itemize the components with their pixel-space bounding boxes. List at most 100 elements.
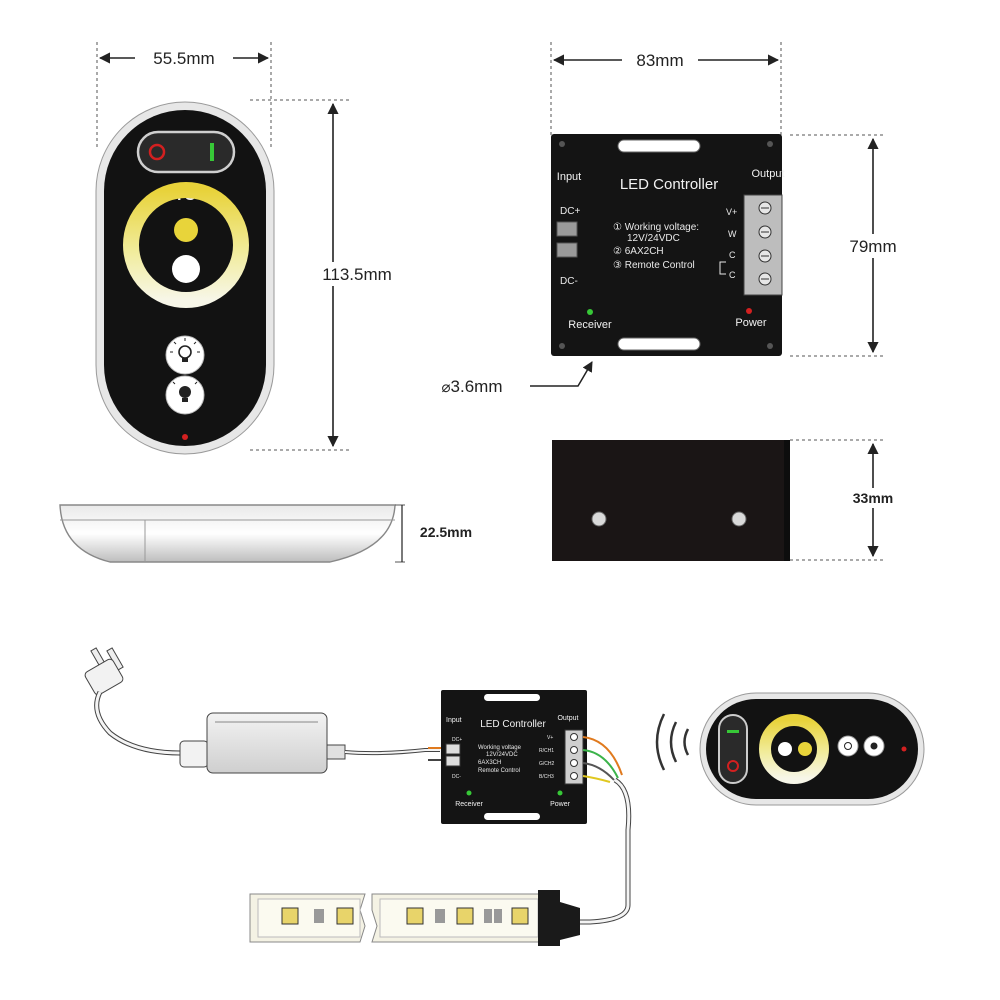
resistor xyxy=(484,909,492,923)
spec-line-2: ② 6AX2CH xyxy=(613,246,664,257)
wiring-remote: TC xyxy=(699,692,925,806)
mounting-slot-bottom xyxy=(484,813,540,820)
input-terminal-minus xyxy=(556,242,578,258)
mounting-slot-bottom xyxy=(617,337,701,351)
side-screw-left xyxy=(591,511,607,527)
wiring-out-2: R/CH1 xyxy=(539,748,554,754)
wiring-spec-2: 6AX3CH xyxy=(478,760,501,766)
wiring-out-1: V+ xyxy=(547,735,553,741)
led-chip xyxy=(456,907,474,925)
strip-connector-cap xyxy=(560,902,580,940)
screw xyxy=(767,343,773,349)
out-c2-label: C xyxy=(729,270,736,280)
power-on-icon xyxy=(210,143,214,161)
screw xyxy=(767,141,773,147)
hole-leader xyxy=(530,361,593,387)
wiring-brightness-button xyxy=(837,735,859,757)
screw xyxy=(559,343,565,349)
ac-cable xyxy=(94,690,181,756)
screw xyxy=(559,141,565,147)
spec-line-3: ③ Remote Control xyxy=(613,260,695,271)
output-label: Output xyxy=(751,168,784,180)
power-label: Power xyxy=(735,317,767,329)
dim-label-bg xyxy=(135,46,233,68)
dc-minus-label: DC- xyxy=(560,276,578,287)
dim-label-bg xyxy=(622,48,698,70)
controller-depth-label: 33mm xyxy=(853,490,893,506)
wiring-controller-title: LED Controller xyxy=(480,719,546,730)
remote-indicator-led xyxy=(182,434,188,440)
dc-plus-label: DC+ xyxy=(560,206,580,217)
wiring-power-on-icon xyxy=(727,730,739,733)
out-c1-label: C xyxy=(729,250,736,260)
power-supply xyxy=(206,712,328,774)
led-strip xyxy=(249,890,580,946)
side-screw-right xyxy=(731,511,747,527)
dim-label-bg xyxy=(308,262,408,286)
hole-diameter-label: ⌀3.6mm xyxy=(442,377,503,396)
led-chip xyxy=(281,907,299,925)
input-label: Input xyxy=(557,171,581,183)
wiring-dc-minus: DC- xyxy=(452,774,461,780)
led-chip xyxy=(511,907,529,925)
remote-width-label: 55.5mm xyxy=(153,49,214,68)
remote-height-label: 113.5mm xyxy=(322,265,392,284)
power-switch[interactable] xyxy=(136,130,236,174)
led-chip xyxy=(336,907,354,925)
wiring-spec-3: Remote Control xyxy=(478,768,520,774)
spec-line-1: ① Working voltage: xyxy=(613,222,699,233)
warm-button[interactable] xyxy=(174,218,198,242)
wiring-warm-button xyxy=(798,742,812,756)
controller-side: 33mm xyxy=(552,439,906,561)
resistor xyxy=(494,909,502,923)
wiring-color-ring xyxy=(759,714,829,784)
output-wires xyxy=(582,736,623,783)
wiring-spec-1: Working voltage xyxy=(478,745,522,751)
power-led xyxy=(746,308,752,314)
mounting-slot-top xyxy=(617,139,701,153)
remote-thickness-label: 22.5mm xyxy=(420,524,472,540)
wiring-input-terminal xyxy=(445,755,461,767)
receiver-label: Receiver xyxy=(568,319,612,331)
controller-title: LED Controller xyxy=(620,176,718,193)
wiring-input-label: Input xyxy=(446,717,462,724)
wiring-power-off-icon xyxy=(727,760,739,772)
wiring-dc-plus: DC+ xyxy=(452,737,462,743)
remote-side-body xyxy=(59,504,396,563)
ac-cable-inner xyxy=(95,691,181,755)
brightness-up-button[interactable] xyxy=(165,335,205,375)
wiring-spec-1b: 12V/24VDC xyxy=(486,752,518,758)
controller-housing xyxy=(551,134,782,356)
remote-side: 22.5mm xyxy=(59,504,472,563)
wiring-receiver-label: Receiver xyxy=(455,801,483,808)
bulb-dim-icon xyxy=(172,381,198,402)
remote-front: 55.5mm 113.5mm TC xyxy=(95,42,408,455)
dim-label-bg xyxy=(838,234,908,258)
wiring-bulb-icon xyxy=(844,742,852,750)
wiring-diagram: Input LED Controller Output DC+ DC- Work… xyxy=(84,647,925,946)
controller-height-label: 79mm xyxy=(849,237,896,256)
c-bracket xyxy=(719,261,726,275)
wiring-out-3: G/CH2 xyxy=(539,761,555,767)
out-v-label: V+ xyxy=(726,207,737,217)
power-off-icon xyxy=(148,143,166,161)
wiring-power-led xyxy=(557,790,563,796)
wiring-output-terminal xyxy=(564,729,584,785)
mounting-slot-top xyxy=(484,694,540,701)
bulb-bright-icon xyxy=(170,338,200,362)
wiring-power-label: Power xyxy=(550,801,571,808)
controller-side-edge xyxy=(784,440,790,561)
wiring-input-terminal xyxy=(445,743,461,755)
rf-signal-icon xyxy=(655,713,690,771)
controller-side-body xyxy=(552,440,785,561)
wiring-controller: Input LED Controller Output DC+ DC- Work… xyxy=(441,690,587,824)
resistor xyxy=(314,909,324,923)
color-temperature-ring[interactable] xyxy=(123,182,249,308)
input-terminal-plus xyxy=(556,221,578,237)
wiring-power-switch xyxy=(718,714,748,784)
cool-button[interactable] xyxy=(172,255,200,283)
wiring-bulb-icon xyxy=(870,742,878,750)
wiring-out-4: B/CH3 xyxy=(539,774,554,780)
wiring-cool-button xyxy=(778,742,792,756)
dim-label-bg xyxy=(840,488,906,508)
